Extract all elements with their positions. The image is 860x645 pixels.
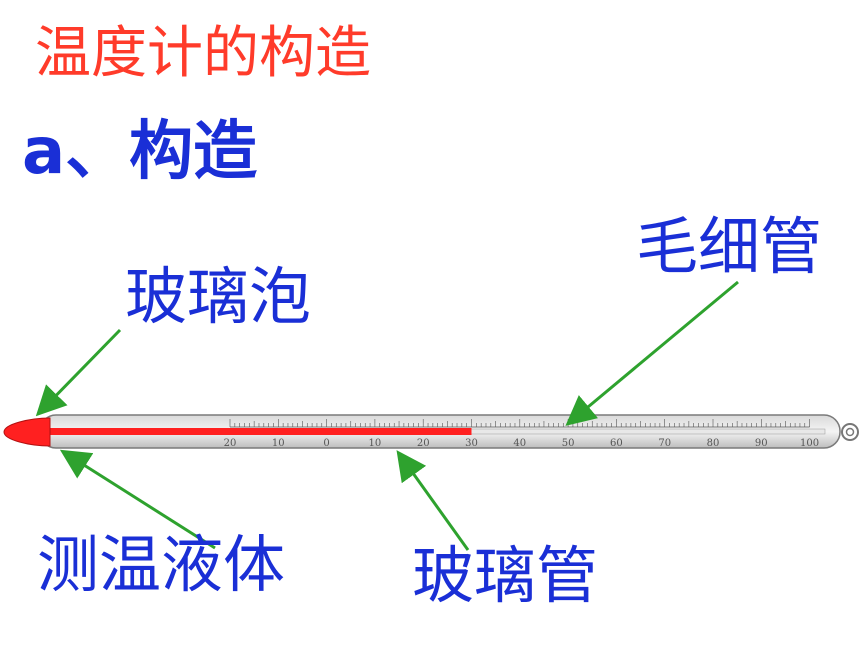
label-glass-bulb: 玻璃泡	[125, 260, 312, 333]
hanging-ring	[841, 423, 859, 441]
scale-number: 40	[513, 438, 526, 449]
scale-number: 30	[465, 438, 478, 449]
scale-number: 100	[800, 438, 819, 449]
liquid-column	[45, 428, 472, 435]
scale-number: 80	[707, 438, 720, 449]
scale-number: 50	[562, 438, 575, 449]
label-glass-tube: 玻璃管	[412, 539, 599, 612]
section-heading: a、构造	[22, 115, 258, 189]
scale-number: 10	[272, 438, 285, 449]
scale-number: 0	[323, 438, 329, 449]
arrow-to-bulb	[35, 328, 122, 417]
label-liquid: 测温液体	[37, 528, 286, 601]
glass-bulb	[3, 417, 51, 447]
arrow-to-capillary	[565, 280, 739, 426]
page-title: 温度计的构造	[35, 21, 371, 86]
scale-number: 20	[224, 438, 237, 449]
scale-ticks	[229, 419, 810, 428]
scale-number: 60	[610, 438, 623, 449]
scale-number: 10	[369, 438, 382, 449]
arrow-to-tube	[396, 450, 470, 551]
label-capillary: 毛细管	[636, 210, 823, 283]
scale-number: 20	[417, 438, 430, 449]
scale-number: 90	[755, 438, 768, 449]
scale-number: 70	[658, 438, 671, 449]
arrow-to-liquid	[59, 449, 216, 550]
